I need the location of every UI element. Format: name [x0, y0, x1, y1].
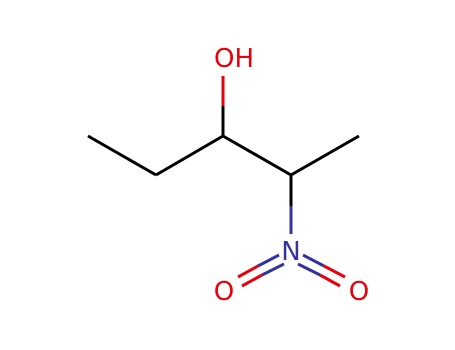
bond-c1-c2: [87, 134, 157, 177]
atom-label-oxygen-left: O: [214, 277, 234, 307]
bond-n-o-right-outer-o: [323, 264, 346, 279]
bond-n-o-right-outer-n: [302, 253, 325, 268]
atom-label-oxygen-right: O: [349, 277, 369, 307]
atom-label-hydroxyl: OH: [214, 44, 254, 74]
bond-n-o-right-inner-o: [319, 273, 341, 288]
bond-n-o-left-inner-n: [261, 262, 285, 277]
bond-n-o-left-outer-o: [237, 264, 259, 279]
atom-label-nitrogen: N: [281, 237, 300, 267]
bond-c2-c3: [155, 134, 224, 177]
bond-c3-c4: [222, 134, 292, 177]
bond-c4-c5: [290, 134, 360, 177]
bond-n-o-left-inner-o: [241, 273, 263, 288]
bond-n-o-right-inner-n: [297, 262, 321, 277]
bond-n-o-left-outer-n: [257, 253, 280, 268]
